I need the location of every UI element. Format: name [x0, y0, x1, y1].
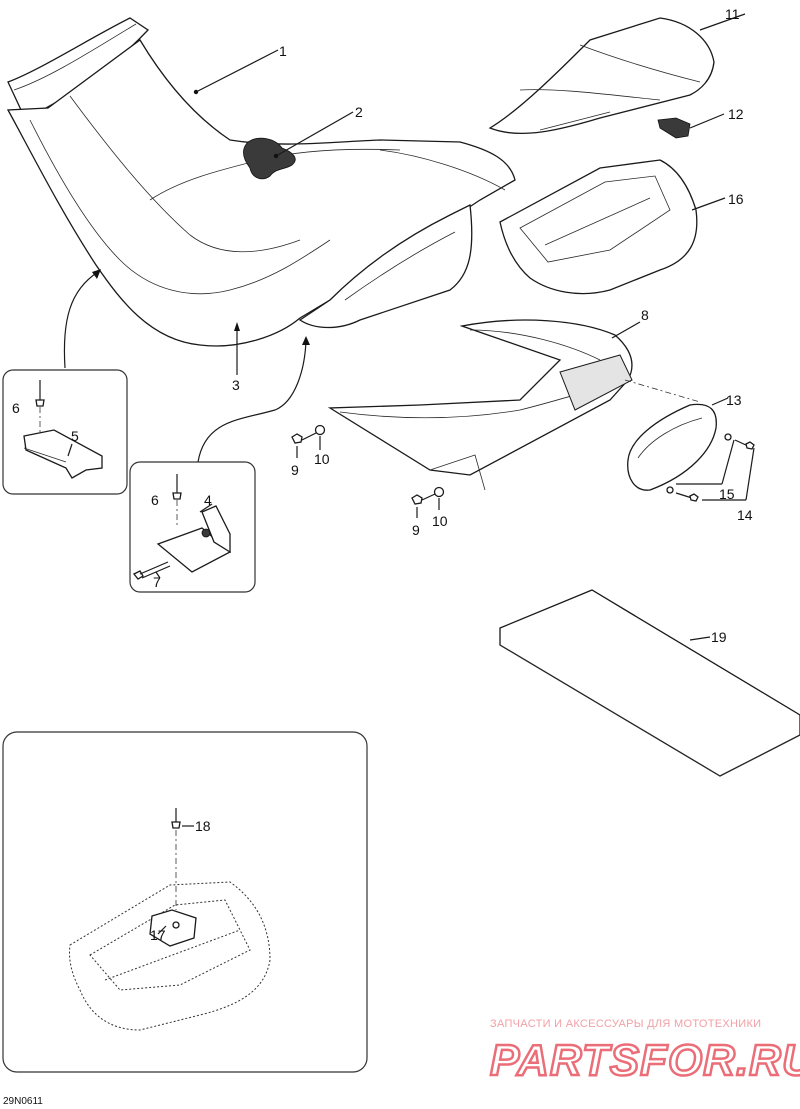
watermark-brand: PARTSFOR.RU	[490, 1036, 800, 1085]
callout-12: 12	[728, 106, 744, 122]
inset-box-tray-detail	[2, 731, 368, 1073]
callout-4: 4	[204, 492, 212, 508]
watermark: ЗАПЧАСТИ И АКСЕССУАРЫ ДЛЯ МОТОТЕХНИКИ PA…	[489, 1018, 800, 1086]
callout-2: 2	[355, 104, 363, 120]
callout-1: 1	[279, 43, 287, 59]
callout-13: 13	[726, 392, 742, 408]
callout-3: 3	[232, 377, 240, 393]
callout-8: 8	[641, 307, 649, 323]
callout-16: 16	[728, 191, 744, 207]
callout-5: 5	[71, 428, 79, 444]
part-13-reflector	[627, 397, 729, 491]
callout-9b: 9	[412, 522, 420, 538]
part-11-cover	[488, 13, 746, 134]
inset-box-bracket-4	[129, 461, 256, 593]
callout-17: 17	[150, 927, 166, 943]
callout-6a: 6	[12, 400, 20, 416]
seat-leaders	[63, 49, 354, 463]
part-19-pad	[499, 589, 800, 777]
part-8-side-panel	[327, 319, 701, 491]
part-16-tray	[499, 159, 726, 295]
callout-14: 14	[737, 507, 753, 523]
callout-19: 19	[711, 629, 727, 645]
callout-15: 15	[719, 486, 735, 502]
callout-10b: 10	[432, 513, 448, 529]
callout-18: 18	[195, 818, 211, 834]
callout-10a: 10	[314, 451, 330, 467]
callout-11: 11	[725, 6, 740, 22]
fasteners-13	[666, 433, 755, 502]
fasteners-9-10	[291, 424, 445, 518]
part-12-clip	[657, 113, 725, 139]
drawing-code: 29N0611	[3, 1096, 43, 1107]
callout-labels: 1 2 3 4 5 6 6 7 8 9 9 10 10 11 12 13 14 …	[12, 6, 753, 943]
inset-box-bracket-5	[2, 369, 128, 495]
callout-6b: 6	[151, 492, 159, 508]
callout-7: 7	[153, 574, 161, 590]
seat-assembly	[6, 17, 516, 347]
watermark-tagline: ЗАПЧАСТИ И АКСЕССУАРЫ ДЛЯ МОТОТЕХНИКИ	[490, 1018, 761, 1030]
callout-9a: 9	[291, 462, 299, 478]
